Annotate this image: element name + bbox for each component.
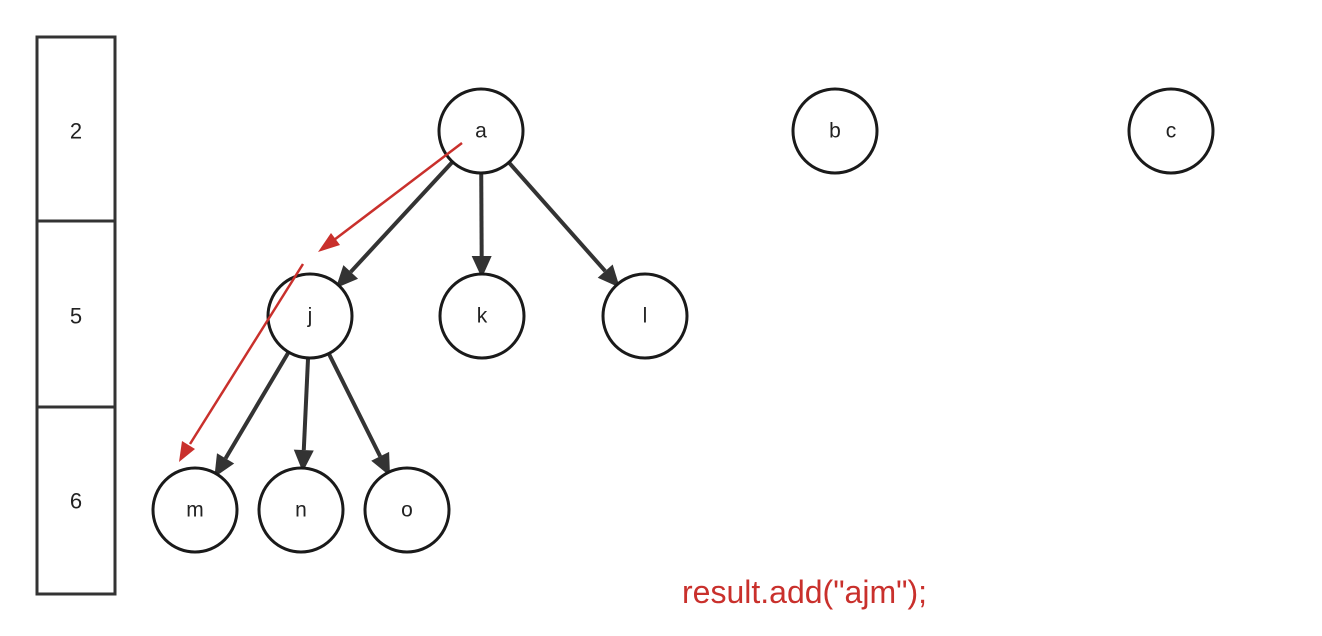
node-label: o: [401, 499, 413, 522]
node-label: j: [307, 305, 313, 328]
traversal-arrow: [333, 142, 463, 241]
tree-edge-arrowhead: [471, 255, 492, 279]
tree-edge-a-l: [507, 161, 607, 273]
tree-node-a: a: [437, 87, 525, 175]
tree-edge-arrowhead: [371, 451, 391, 477]
tree-edge-arrowhead: [335, 265, 359, 289]
tree-edge-a-j: [349, 160, 454, 274]
stack-value: 6: [70, 489, 82, 514]
traversal-arrow: [188, 263, 305, 445]
traversal-arrowhead: [318, 233, 340, 252]
node-label: n: [295, 499, 307, 522]
traversal-arrowhead: [179, 441, 195, 462]
node-label: b: [829, 120, 841, 143]
tree-node-n: n: [257, 466, 345, 554]
tree-node-k: k: [438, 272, 526, 360]
tree-edge-arrowhead: [597, 264, 620, 288]
traversal-path: [179, 142, 463, 462]
stack-value: 5: [70, 304, 82, 329]
stack-cell: [35, 405, 117, 596]
tree-edges: [214, 160, 620, 478]
tree-edge-j-n: [301, 357, 311, 451]
tree-node-m: m: [151, 466, 239, 554]
node-label: a: [475, 120, 487, 143]
tree-edge-j-o: [326, 352, 382, 458]
tree-node-c: c: [1127, 87, 1215, 175]
node-label: c: [1166, 120, 1177, 143]
stack-value: 2: [70, 119, 82, 144]
stack: 2 5 6: [35, 35, 117, 596]
node-label: l: [643, 305, 648, 328]
tree-node-o: o: [363, 466, 451, 554]
tree-edge-j-m: [223, 351, 291, 460]
stack-cell: [35, 219, 117, 409]
tree-node-l: l: [601, 272, 689, 360]
tree-edge-arrowhead: [214, 453, 235, 478]
result-code: result.add("ajm");: [682, 574, 928, 610]
tree-node-j: j: [266, 272, 354, 360]
node-label: m: [186, 499, 204, 522]
tree-nodes: a b c j k l m n: [151, 87, 1215, 554]
tree-edge-arrowhead: [293, 449, 314, 473]
node-label: k: [477, 305, 488, 328]
tree-node-b: b: [791, 87, 879, 175]
stack-cell: [35, 35, 117, 223]
